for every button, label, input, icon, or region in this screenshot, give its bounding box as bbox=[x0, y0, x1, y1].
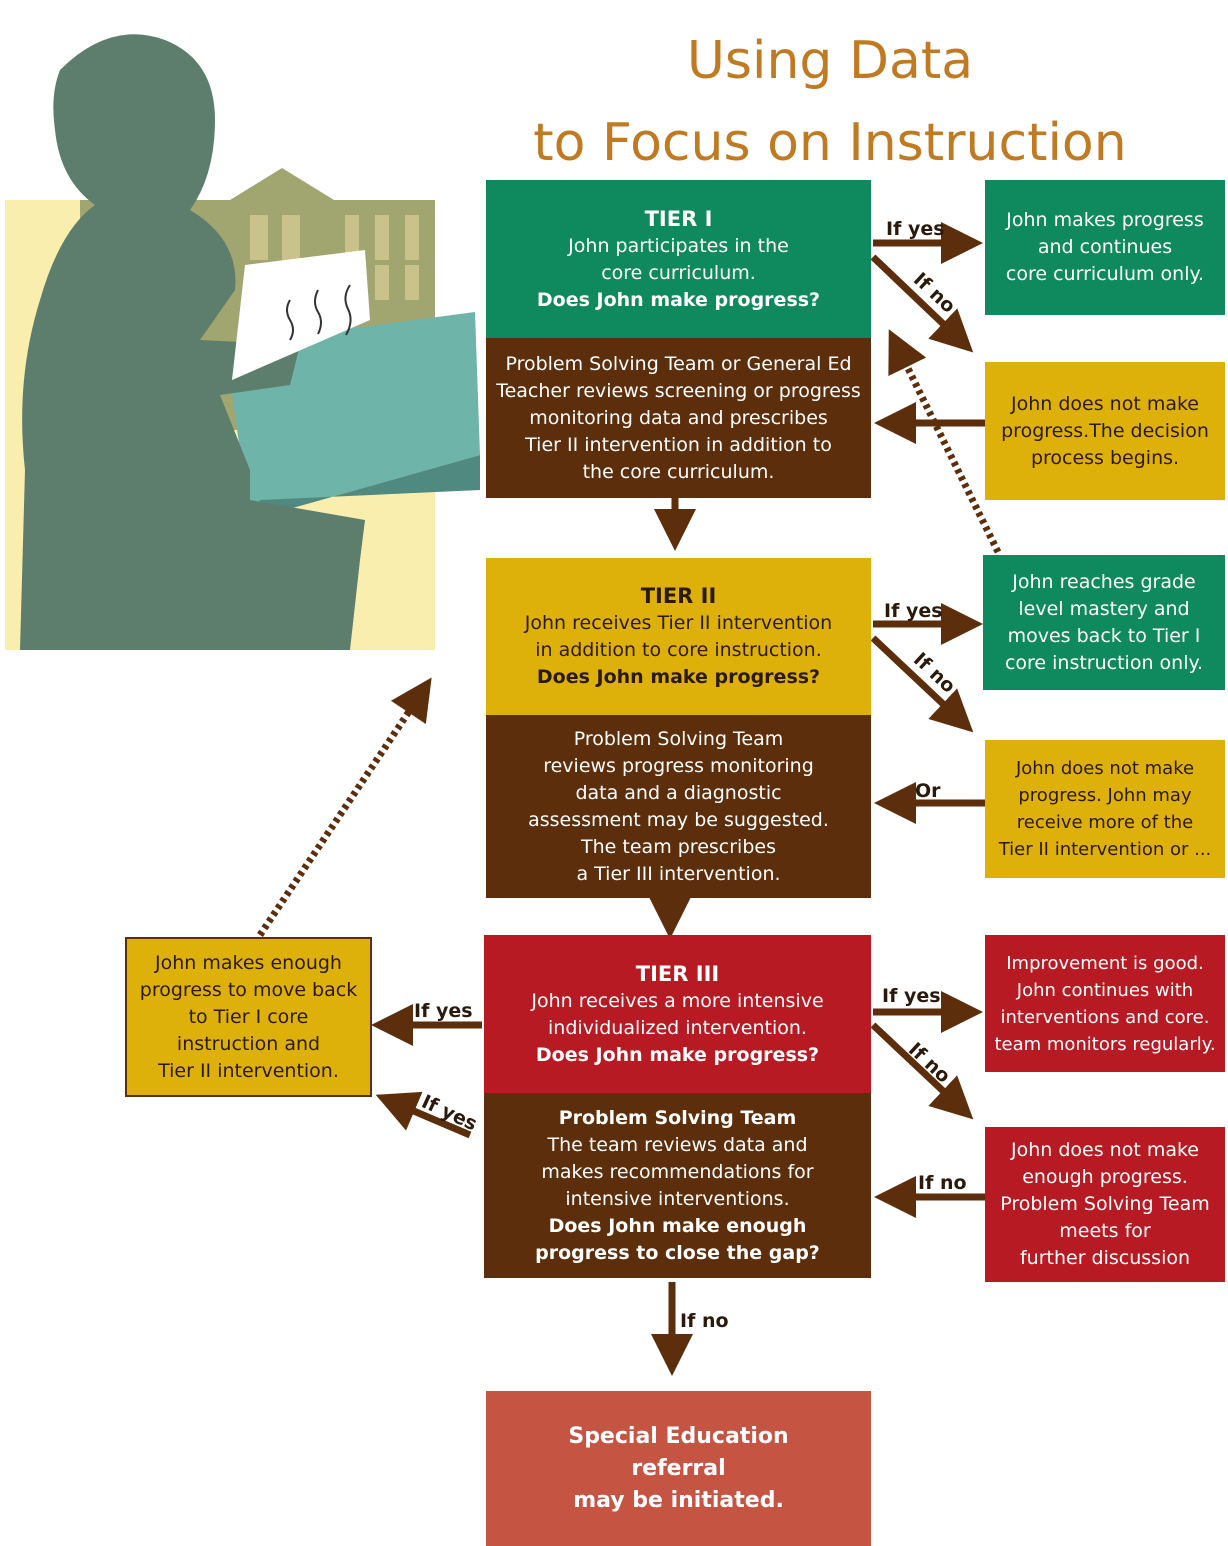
tier3-question: Does John make progress? bbox=[535, 1043, 820, 1066]
tier3-box: TIER III John receives a more intensive … bbox=[484, 935, 871, 1093]
tier1-yes-result: John makes progress and continues core c… bbox=[985, 180, 1225, 315]
tier1-review-line: monitoring data and prescribes bbox=[529, 406, 828, 429]
result-line: core curriculum only. bbox=[1005, 263, 1205, 285]
result-line: team monitors regularly. bbox=[994, 1033, 1216, 1055]
result-line: instruction and bbox=[176, 1032, 321, 1055]
tier3-review-no-label: If no bbox=[918, 1172, 967, 1194]
result-line: John continues with bbox=[1016, 979, 1194, 1001]
tier1-yes-label: If yes bbox=[886, 218, 945, 240]
tier1-review-line: the core curriculum. bbox=[582, 460, 775, 483]
referral-line: may be initiated. bbox=[573, 1487, 784, 1513]
tier3-yes-result: Improvement is good. John continues with… bbox=[985, 935, 1225, 1072]
review-left-yes-arrow bbox=[375, 1091, 472, 1139]
result-line: John does not make bbox=[1011, 1139, 1199, 1161]
result-line: progress to move back bbox=[139, 978, 358, 1001]
result-line: interventions and core. bbox=[1000, 1006, 1210, 1028]
tier2-box: TIER II John receives Tier II interventi… bbox=[486, 558, 871, 715]
referral-line: Special Education bbox=[568, 1423, 789, 1449]
tier3-left-result: John makes enough progress to move back … bbox=[125, 937, 372, 1097]
tier2-line: John receives Tier II intervention bbox=[524, 612, 833, 634]
person-silhouette-icon bbox=[20, 34, 365, 651]
tier1-box: TIER I John participates in the core cur… bbox=[486, 180, 871, 338]
result-line: receive more of the bbox=[1016, 812, 1194, 833]
tier3-review-question: Does John make enough bbox=[548, 1214, 807, 1237]
result-line: Problem Solving Team bbox=[1000, 1193, 1210, 1215]
tier2-line: in addition to core instruction. bbox=[535, 639, 822, 661]
tier2-yes-label: If yes bbox=[884, 600, 943, 622]
tier2-no-arrow bbox=[870, 635, 974, 733]
tier3-review-title: Problem Solving Team bbox=[558, 1106, 797, 1129]
tier1-line: core curriculum. bbox=[601, 261, 756, 284]
tier3-review-line: makes recommendations for bbox=[541, 1160, 814, 1183]
tier3-review-line: intensive interventions. bbox=[565, 1187, 790, 1210]
tier2-title: TIER II bbox=[640, 584, 717, 608]
tier3-title: TIER III bbox=[635, 961, 720, 986]
tier1-no-result: John does not make progress.The decision… bbox=[985, 362, 1225, 500]
tier1-review-box: Problem Solving Team or General Ed Teach… bbox=[486, 338, 871, 498]
tier3-line: John receives a more intensive bbox=[531, 989, 824, 1012]
result-line: John makes progress bbox=[1006, 209, 1204, 231]
tier2-no-result: John does not make progress. John may re… bbox=[985, 740, 1225, 878]
back-dotted-arrow bbox=[257, 677, 432, 937]
result-line: Improvement is good. bbox=[1006, 952, 1204, 974]
paper-icon bbox=[232, 250, 370, 380]
tier3-line: individualized intervention. bbox=[548, 1016, 807, 1039]
school-roof bbox=[230, 168, 334, 200]
result-line: and continues bbox=[1037, 236, 1173, 258]
page-title: Using Data bbox=[686, 31, 974, 91]
result-line: meets for bbox=[1059, 1220, 1151, 1242]
tier1-review-line: Teacher reviews screening or progress bbox=[496, 379, 861, 402]
result-line: further discussion bbox=[1019, 1247, 1191, 1269]
tier1-question: Does John make progress? bbox=[536, 288, 821, 311]
referral-line: referral bbox=[631, 1455, 726, 1481]
tier3-yes-label: If yes bbox=[882, 985, 941, 1007]
result-line: to Tier I core bbox=[188, 1005, 309, 1028]
result-line: enough progress. bbox=[1022, 1166, 1188, 1188]
tier3-left-yes-label: If yes bbox=[414, 1000, 473, 1022]
result-line: process begins. bbox=[1030, 446, 1180, 469]
tier2-yes-result: John reaches grade level mastery and mov… bbox=[983, 555, 1225, 690]
tier3-review-box: Problem Solving Team The team reviews da… bbox=[484, 1093, 871, 1278]
tier1-title: TIER I bbox=[644, 206, 713, 231]
tier1-no-arrow bbox=[870, 254, 974, 353]
tier1-review-line: Tier II intervention in addition to bbox=[525, 433, 832, 456]
result-line: level mastery and bbox=[1018, 597, 1190, 620]
school-windows bbox=[250, 215, 419, 300]
or-label: Or bbox=[915, 780, 941, 802]
result-line: John does not make bbox=[1011, 392, 1199, 415]
result-line: core instruction only. bbox=[1004, 651, 1204, 674]
result-line: Tier II intervention or ... bbox=[998, 839, 1212, 860]
result-line: moves back to Tier I bbox=[1007, 624, 1201, 647]
mastery-dotted-arrow bbox=[888, 329, 1002, 554]
referral-box: Special Education referral may be initia… bbox=[486, 1391, 871, 1546]
tier3-no-result: John does not make enough progress. Prob… bbox=[985, 1127, 1225, 1282]
tier2-review-line: a Tier III intervention. bbox=[576, 862, 781, 885]
result-line: Tier II intervention. bbox=[158, 1059, 339, 1082]
tier2-review-line: assessment may be suggested. bbox=[528, 808, 829, 831]
tier3-review-question: progress to close the gap? bbox=[535, 1241, 820, 1264]
referral-no-label: If no bbox=[680, 1310, 729, 1332]
tier3-no-arrow bbox=[870, 1022, 974, 1120]
result-line: John makes enough bbox=[155, 951, 342, 974]
tier3-review-line: The team reviews data and bbox=[547, 1133, 808, 1156]
result-line: John does not make bbox=[1015, 758, 1195, 779]
tier2-review-line: reviews progress monitoring bbox=[543, 754, 814, 777]
tier2-review-line: Problem Solving Team bbox=[573, 727, 784, 750]
tier2-question: Does John make progress? bbox=[536, 666, 821, 688]
tier2-review-box: Problem Solving Team reviews progress mo… bbox=[486, 715, 871, 898]
result-line: John reaches grade bbox=[1012, 570, 1196, 593]
tier2-review-line: The team prescribes bbox=[581, 835, 776, 858]
result-line: progress. John may bbox=[1018, 785, 1192, 806]
result-line: progress.The decision bbox=[1001, 419, 1209, 442]
tier1-line: John participates in the bbox=[568, 234, 789, 257]
tier2-review-line: data and a diagnostic bbox=[575, 781, 782, 804]
tier1-review-line: Problem Solving Team or General Ed bbox=[505, 352, 852, 375]
page-subtitle: to Focus on Instruction bbox=[533, 113, 1127, 173]
